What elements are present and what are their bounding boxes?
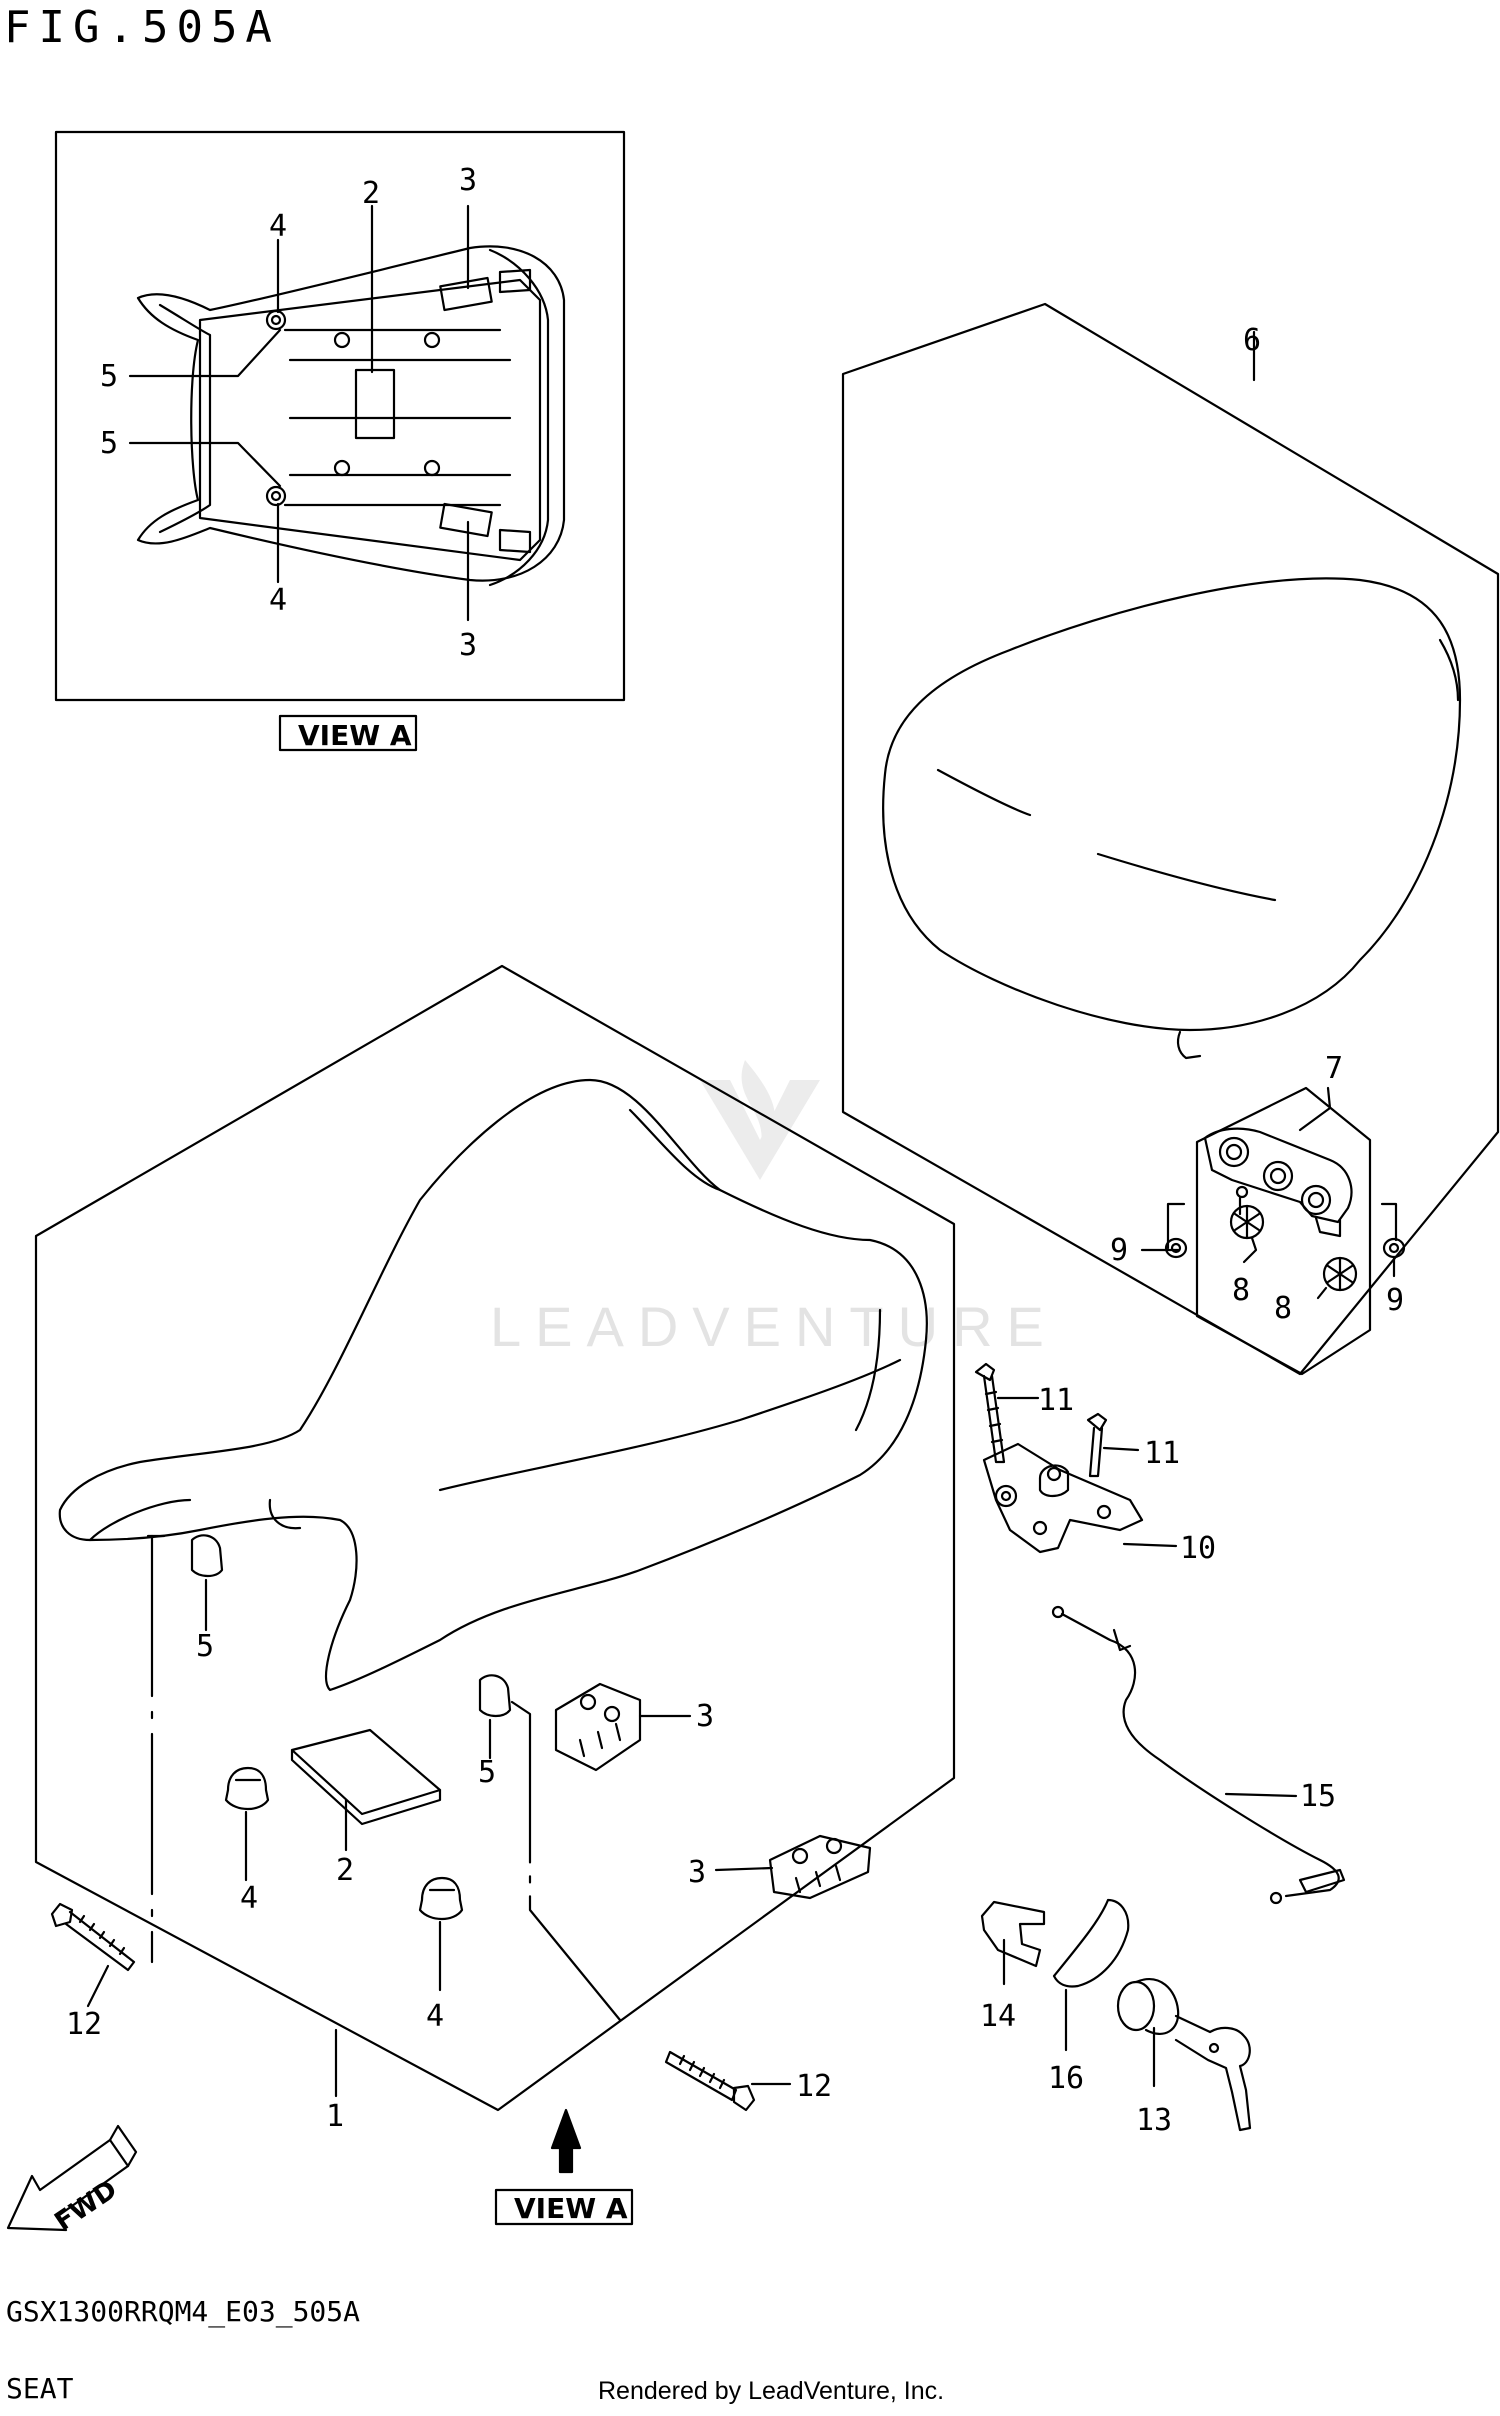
callout-9-right: 9 bbox=[1386, 1283, 1404, 1318]
callout-3-seat-top: 3 bbox=[696, 1699, 714, 1734]
pad-2 bbox=[290, 1728, 442, 1826]
callout-14: 14 bbox=[980, 1999, 1016, 2034]
seat-cover bbox=[882, 577, 1462, 1032]
view-a-arrow-label: VIEW A bbox=[514, 2192, 628, 2225]
callout-11-bottom: 11 bbox=[1144, 1436, 1180, 1471]
latch-10 bbox=[982, 1442, 1144, 1554]
cover-16 bbox=[1052, 1898, 1130, 1988]
callout-5-detail-top: 5 bbox=[100, 359, 118, 394]
cable-15 bbox=[1051, 1605, 1346, 1905]
nut-9 bbox=[1164, 1237, 1406, 1259]
block-3a bbox=[554, 1682, 642, 1772]
callout-4-detail-bottom: 4 bbox=[269, 583, 287, 618]
callout-5-detail-bottom: 5 bbox=[100, 426, 118, 461]
callout-13: 13 bbox=[1136, 2103, 1172, 2138]
watermark-text: LEADVENTURE bbox=[490, 1295, 1058, 1358]
bolt-11a bbox=[974, 1362, 1006, 1464]
diagram-code: GSX1300RRQM4_E03_505A bbox=[6, 2295, 361, 2328]
callout-15: 15 bbox=[1300, 1779, 1336, 1814]
fwd-arrow-icon bbox=[6, 2124, 138, 2232]
callout-8-right: 8 bbox=[1274, 1291, 1292, 1326]
view-a-detail-frame bbox=[54, 130, 626, 702]
main-seat-frame bbox=[34, 964, 956, 2112]
figure-title: FIG.505A bbox=[4, 2, 280, 53]
callout-10: 10 bbox=[1180, 1531, 1216, 1566]
callout-11-top: 11 bbox=[1038, 1383, 1074, 1418]
callout-4-detail-top: 4 bbox=[269, 209, 287, 244]
view-a-arrow-icon bbox=[550, 2108, 582, 2174]
seat-cover-frame bbox=[841, 302, 1500, 1376]
bolt-12b bbox=[664, 2050, 756, 2112]
lock-13 bbox=[1116, 1978, 1252, 2132]
callout-3-detail-top: 3 bbox=[459, 163, 477, 198]
view-a-detail-label: VIEW A bbox=[298, 719, 412, 752]
callout-7: 7 bbox=[1325, 1051, 1343, 1086]
rendered-by-credit: Rendered by LeadVenture, Inc. bbox=[598, 2377, 945, 2405]
view-a-detail-label-box bbox=[278, 714, 418, 752]
callout-6: 6 bbox=[1243, 323, 1261, 358]
cushion-5b bbox=[478, 1674, 512, 1718]
watermark: LEADVENTURE bbox=[490, 1060, 1058, 1358]
callout-8-left: 8 bbox=[1232, 1273, 1250, 1308]
bracket-part bbox=[1203, 1127, 1353, 1238]
callout-3-detail-bottom: 3 bbox=[459, 628, 477, 663]
grommet-8 bbox=[1229, 1204, 1358, 1292]
callout-9-left: 9 bbox=[1110, 1233, 1128, 1268]
block-3b bbox=[768, 1834, 872, 1900]
diagram-name: SEAT bbox=[6, 2372, 74, 2405]
holder-14 bbox=[980, 1900, 1046, 1968]
callout-4-seat-left: 4 bbox=[240, 1881, 258, 1916]
callout-4-seat-right: 4 bbox=[426, 1999, 444, 2034]
cushion-5a bbox=[190, 1534, 224, 1578]
callout-labels: 2 3 3 4 4 5 5 6 7 8 8 9 9 10 11 11 15 5 … bbox=[66, 163, 1404, 2138]
seat bbox=[58, 1078, 928, 1692]
callout-16: 16 bbox=[1048, 2061, 1084, 2096]
callout-12-right: 12 bbox=[796, 2069, 832, 2104]
damper-4a bbox=[224, 1766, 270, 1811]
callout-3-seat-bottom: 3 bbox=[688, 1855, 706, 1890]
callout-2-seat: 2 bbox=[336, 1853, 354, 1888]
callout-12-left: 12 bbox=[66, 2007, 102, 2042]
bracket-frame bbox=[1195, 1086, 1372, 1376]
callout-5-seat-mid: 5 bbox=[478, 1755, 496, 1790]
view-a-arrow-label-box bbox=[494, 2188, 634, 2226]
seat-underside-view bbox=[136, 245, 566, 587]
callout-1: 1 bbox=[326, 2099, 344, 2134]
watermark-logo-icon bbox=[700, 1060, 820, 1180]
callout-2-detail: 2 bbox=[362, 176, 380, 211]
bolt-11b bbox=[1086, 1412, 1108, 1478]
bolt-12a bbox=[50, 1902, 136, 1972]
damper-4b bbox=[418, 1876, 464, 1921]
callout-5-seat-left: 5 bbox=[196, 1629, 214, 1664]
